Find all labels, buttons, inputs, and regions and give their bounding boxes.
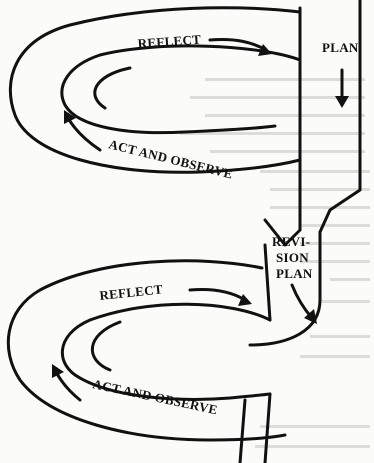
lower-reflect-label: REFLECT [99, 281, 164, 303]
revision-plan-label-line2: SION [276, 250, 309, 265]
plan-down-arrow [335, 68, 349, 108]
revision-plan-arrow [290, 283, 317, 324]
lower-act-arrow [52, 364, 82, 402]
revision-plan-label-line1: REVI- [272, 234, 310, 249]
plan-band [263, 0, 362, 247]
upper-spiral [8, 6, 302, 174]
lower-reflect-arrow [188, 288, 252, 306]
revision-plan-label-line3: PLAN [276, 266, 313, 281]
upper-reflect-label: REFLECT [137, 32, 201, 51]
upper-reflect-arrow [208, 38, 272, 56]
plan-label: PLAN [322, 40, 359, 55]
upper-act-arrow [64, 110, 102, 152]
lower-spiral [6, 230, 322, 463]
